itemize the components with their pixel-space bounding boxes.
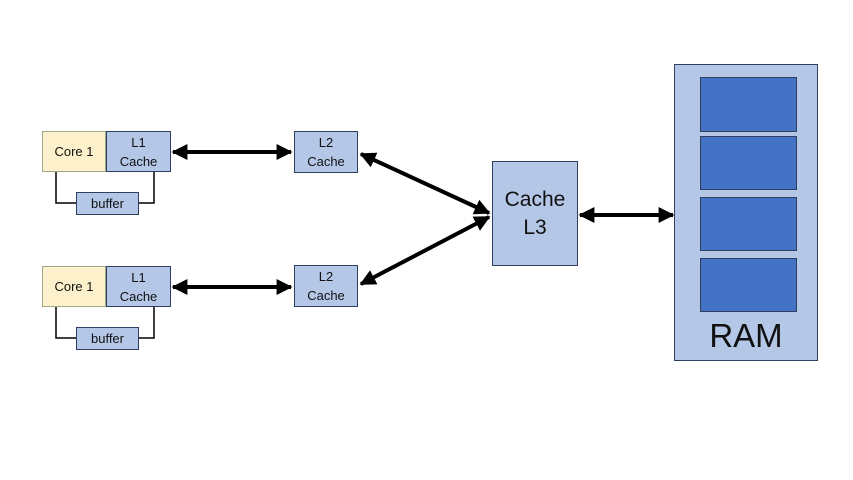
l2-cache-label: L2 Cache <box>307 269 345 303</box>
buffer-box: buffer <box>76 327 139 350</box>
l3-cache-box: Cache L3 <box>492 161 578 266</box>
core-label: Core 1 <box>54 279 94 294</box>
l1-cache-label: L1 Cache <box>119 269 158 304</box>
ram-box: RAM <box>674 64 818 361</box>
l1-cache-label: L1 Cache <box>119 134 158 169</box>
core-label: Core 1 <box>54 144 94 159</box>
l2-cache-box: L2 Cache <box>294 265 358 307</box>
ram-block <box>700 258 797 312</box>
ram-block <box>700 136 797 190</box>
l1-cache-box: L1 Cache <box>106 266 171 307</box>
buffer-bracket-1b <box>138 172 155 204</box>
arrow-l2-l3-2 <box>359 215 491 286</box>
ram-block <box>700 77 797 132</box>
buffer-label: buffer <box>90 331 124 346</box>
core-box: Core 1 <box>42 131 106 172</box>
buffer-box: buffer <box>76 192 139 215</box>
l2-cache-label: L2 Cache <box>307 135 345 169</box>
l2-cache-box: L2 Cache <box>294 131 358 173</box>
l3-cache-label: Cache L3 <box>504 187 566 239</box>
buffer-bracket-2b <box>138 306 155 339</box>
arrow-l2-l3-1 <box>359 152 491 215</box>
buffer-bracket-2 <box>55 306 76 339</box>
ram-block <box>700 197 797 251</box>
ram-label: RAM <box>709 317 783 354</box>
core-box: Core 1 <box>42 266 106 307</box>
buffer-bracket-1 <box>55 172 76 204</box>
l1-cache-box: L1 Cache <box>106 131 171 172</box>
buffer-label: buffer <box>90 196 124 211</box>
